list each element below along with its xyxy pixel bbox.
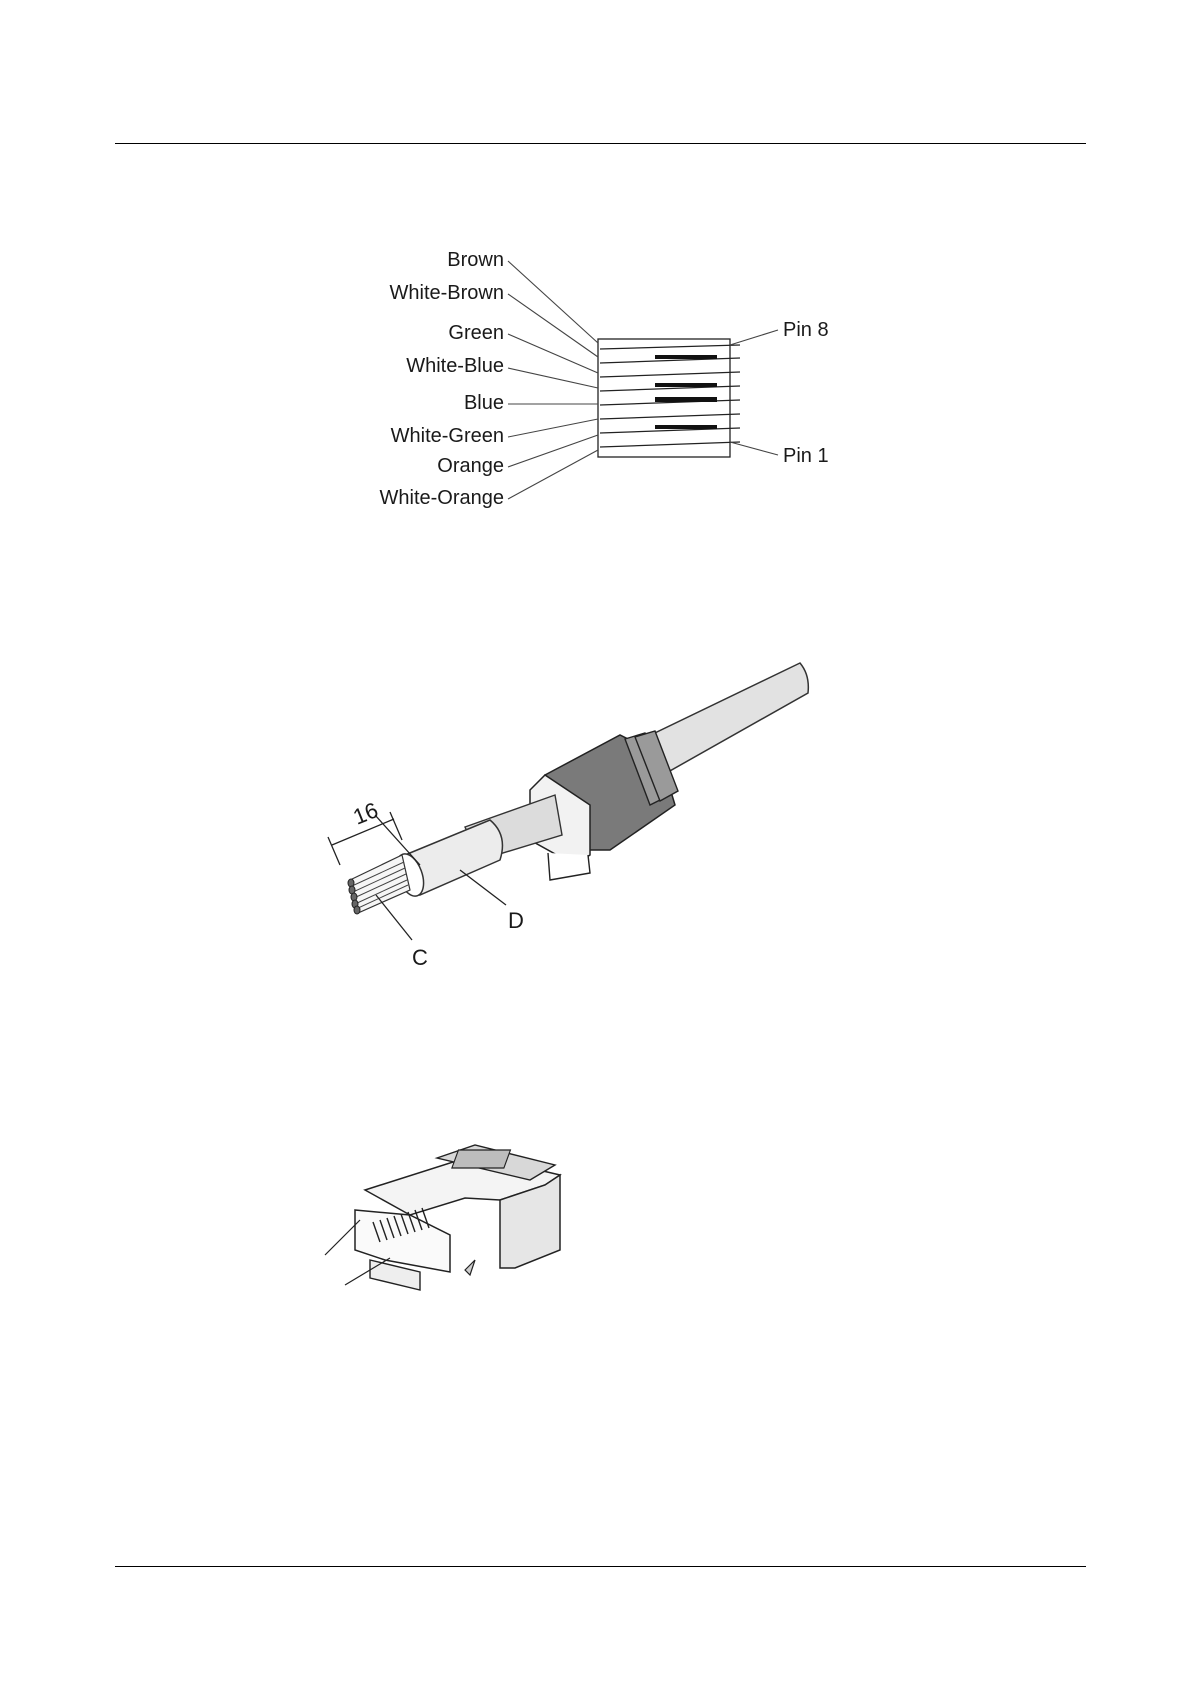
wire-label-white-blue: White-Blue (406, 355, 504, 377)
wire-label-brown: Brown (447, 249, 504, 271)
wire-label-green: Green (448, 322, 504, 344)
rj45-plug-figure (325, 1110, 585, 1300)
callout-d: D (508, 908, 524, 933)
wire-label-white-green: White-Green (391, 425, 504, 447)
pin-1-label: Pin 1 (783, 445, 829, 467)
header-rule (115, 143, 1086, 144)
wire-label-blue: Blue (464, 392, 504, 414)
pin-8-label: Pin 8 (783, 319, 829, 341)
dimension-label: 16 (350, 797, 382, 829)
wiring-diagram: Brown White-Brown Green White-Blue Blue … (350, 245, 850, 520)
footer-rule (115, 1566, 1086, 1567)
callout-c: C (412, 945, 428, 970)
wire-label-orange: Orange (437, 455, 504, 477)
wire-label-white-orange: White-Orange (380, 487, 505, 509)
wire-label-white-brown: White-Brown (390, 282, 504, 304)
cable-strip-figure: 16 C D (330, 655, 850, 985)
